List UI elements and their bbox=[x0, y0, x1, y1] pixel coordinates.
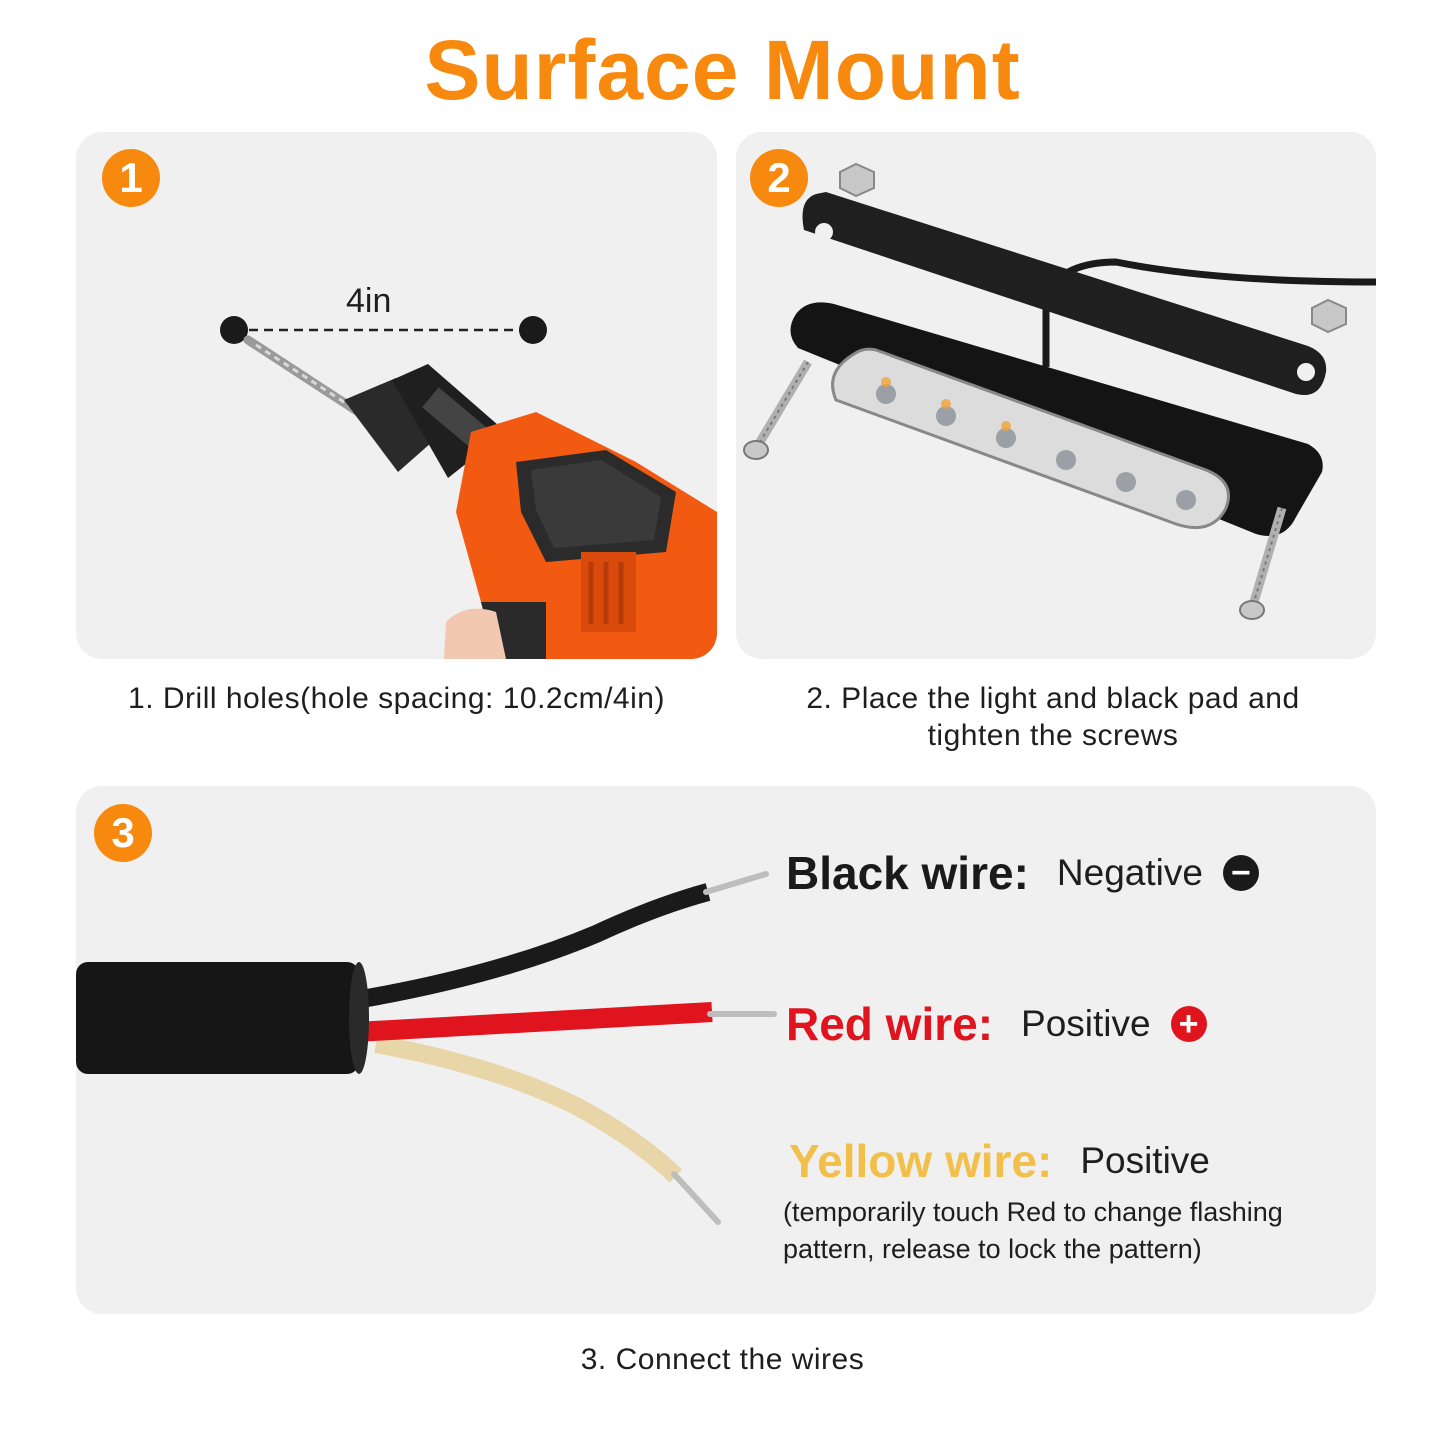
step-2-caption: 2. Place the light and black pad and tig… bbox=[806, 682, 1300, 752]
step-3-caption: 3. Connect the wires bbox=[580, 1343, 865, 1376]
step-badge-3: 3 bbox=[94, 804, 152, 862]
step-1-caption: 1. Drill holes(hole spacing: 10.2cm/4in) bbox=[128, 682, 665, 715]
cable-jacket bbox=[76, 962, 359, 1074]
step-badge-2: 2 bbox=[750, 149, 808, 207]
cable-illustration bbox=[76, 871, 777, 1225]
step-3-panel: 3 bbox=[76, 786, 1376, 1314]
step-badge-1: 1 bbox=[102, 149, 160, 207]
black-wire-role: Negative bbox=[1056, 852, 1203, 893]
red-wire-name: Red wire: bbox=[786, 998, 994, 1050]
drill-illustration bbox=[220, 316, 717, 659]
black-wire bbox=[354, 883, 711, 1009]
yellow-wire-tip bbox=[671, 1171, 721, 1225]
yellow-wire bbox=[374, 1035, 683, 1183]
positive-icon: + bbox=[1170, 1006, 1207, 1042]
red-wire-label: Red wire: Positive + bbox=[786, 997, 1207, 1051]
hole-marker-right bbox=[519, 316, 547, 344]
negative-icon: − bbox=[1222, 855, 1259, 891]
yellow-wire-note: (temporarily touch Red to change flashin… bbox=[783, 1197, 1283, 1264]
black-pad bbox=[802, 192, 1327, 396]
yellow-wire-role: Positive bbox=[1080, 1140, 1210, 1181]
light-bar-illustration bbox=[743, 162, 1376, 620]
yellow-wire-name: Yellow wire: bbox=[789, 1135, 1053, 1187]
nut-right bbox=[1311, 298, 1347, 334]
drill-body bbox=[444, 412, 717, 659]
hole-marker-left bbox=[220, 316, 248, 344]
step-1-panel: 1 4in bbox=[76, 132, 717, 659]
hand bbox=[444, 608, 506, 659]
yellow-wire-label: Yellow wire: Positive bbox=[789, 1134, 1210, 1188]
screw-right bbox=[1239, 506, 1287, 620]
red-wire bbox=[355, 1002, 713, 1042]
black-wire-tip bbox=[703, 871, 769, 895]
screw-left bbox=[743, 359, 812, 460]
hole-spacing-dimension: 4in bbox=[346, 282, 392, 320]
page-title: Surface Mount bbox=[424, 23, 1021, 117]
black-wire-label: Black wire: Negative − bbox=[786, 846, 1259, 900]
step-2-panel: 2 bbox=[736, 132, 1376, 659]
black-wire-name: Black wire: bbox=[786, 847, 1029, 899]
red-wire-role: Positive bbox=[1021, 1003, 1151, 1044]
nut-left bbox=[839, 162, 875, 198]
